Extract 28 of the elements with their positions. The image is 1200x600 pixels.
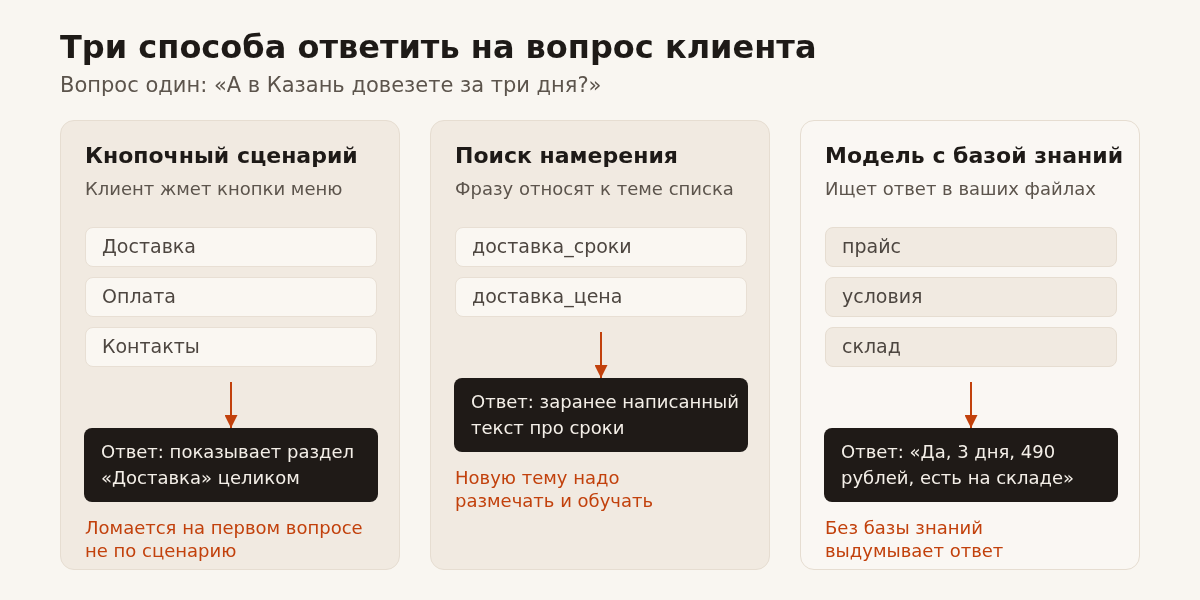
diagram-title: Три способа ответить на вопрос клиента — [60, 28, 817, 66]
file-item: прайс — [825, 227, 1117, 267]
answer-card: Ответ: заранее написанный текст про сроки — [454, 378, 748, 452]
approach-panel — [430, 120, 770, 570]
warning-note: Ломается на первом вопросе не по сценарию — [85, 516, 364, 562]
subtitle: Вопрос один: «А в Казань довезете за три дня?» — [60, 72, 602, 98]
file-item: условия — [825, 277, 1117, 317]
intent-item: доставка_цена — [455, 277, 747, 317]
panel-description: Ищет ответ в ваших файлах — [825, 178, 1097, 200]
answer-card: Ответ: показывает раздел «Доставка» целиком — [84, 428, 378, 502]
approach-panel — [60, 120, 400, 570]
panel-heading: Поиск намерения — [455, 142, 679, 170]
menu-item: Контакты — [85, 327, 377, 367]
menu-item: Доставка — [85, 227, 377, 267]
arrow — [964, 381, 978, 429]
answer-card: Ответ: «Да, 3 дня, 490 рублей, есть на складе» — [824, 428, 1118, 502]
panel-heading: Кнопочный сценарий — [85, 142, 359, 170]
warning-note: Без базы знаний выдумывает ответ — [825, 516, 1005, 562]
panel-heading: Модель с базой знаний — [825, 142, 1125, 170]
file-item: склад — [825, 327, 1117, 367]
panel-description: Фразу относят к теме списка — [455, 178, 735, 200]
panel-description: Клиент жмет кнопки меню — [85, 178, 344, 200]
approach-panel — [800, 120, 1140, 570]
arrow — [594, 331, 608, 379]
intent-item: доставка_сроки — [455, 227, 747, 267]
warning-note: Новую тему надо размечать и обучать — [455, 466, 655, 512]
arrow — [224, 381, 238, 429]
menu-item: Оплата — [85, 277, 377, 317]
